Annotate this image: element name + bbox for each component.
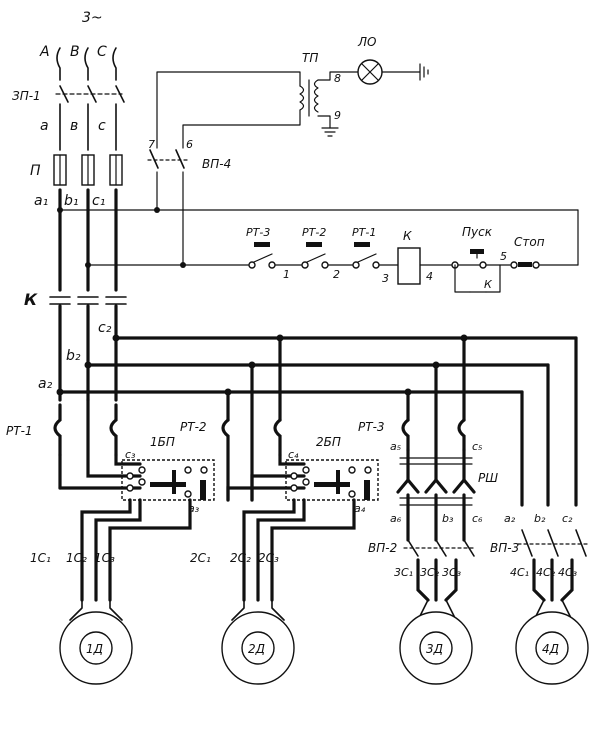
relay-rt1-label: РТ-1 (352, 226, 376, 239)
plug-b3: b₃ (442, 512, 454, 525)
plug-a6: a₆ (390, 512, 402, 525)
hold-contact-label: К (484, 278, 493, 291)
motor-2: 2Д (221, 599, 295, 685)
motor-1: 1Д (59, 599, 133, 685)
lamp-label: ЛО (357, 35, 376, 49)
lighting-circuit: ТП 8 9 ЛО (156, 35, 429, 149)
vp3-c2: c₂ (562, 512, 573, 525)
phase-label: 3~ (82, 10, 103, 26)
block2-a4: a₄ (354, 502, 366, 515)
tap-a2-label: a₂ (38, 376, 53, 392)
vp2-label: ВП-2 (368, 541, 397, 555)
plug-label: РШ (478, 471, 498, 485)
block-switch-1bp: 1БП c₃ a₃ (58, 398, 215, 602)
tap-b2-label: b₂ (66, 348, 81, 364)
motor3-lead-3: 3C₃ (442, 566, 462, 579)
motor2-lead-1: 2C₁ (190, 551, 211, 565)
block1-a3: a₃ (188, 502, 200, 515)
vp3-label: ВП-3 (490, 541, 519, 555)
tp-terminal-8: 8 (334, 72, 341, 85)
relay-rt3-label: РТ-3 (246, 226, 270, 239)
contactor-k: К (24, 290, 127, 402)
node-3: 3 (382, 272, 389, 285)
phase-a-lower: a (40, 118, 49, 134)
plug-rsh: a₅ c₅ РШ a₆ b₃ c₆ (390, 440, 498, 542)
motor1-lead-3: 1C₃ (94, 551, 115, 565)
tap-c2-label: c₂ (98, 320, 112, 336)
transformer-label: ТП (302, 51, 318, 65)
vp4-label: ВП-4 (202, 157, 231, 171)
plug-c6: c₆ (472, 512, 483, 525)
switch-vp4: 7 6 ВП-4 (147, 138, 231, 266)
contactor-label: К (24, 290, 38, 309)
supply-lines (56, 47, 117, 81)
thermal-rt1-label: РТ-1 (6, 424, 33, 438)
motor4-lead-1: 4C₁ (510, 566, 529, 579)
motor1-lead-1: 1C₁ (30, 551, 51, 565)
plug-a5: a₅ (390, 440, 401, 453)
node-5: 5 (500, 250, 507, 263)
relay-rt2-label: РТ-2 (302, 226, 326, 239)
block2-c4: c₄ (288, 448, 299, 461)
distribution-lines: c₂ b₂ a₂ (38, 320, 578, 507)
fuses: П (30, 154, 123, 186)
control-bus (57, 207, 579, 268)
main-bus (58, 188, 118, 292)
motor2-label: 2Д (248, 642, 265, 656)
fuse-out-c: c₁ (92, 193, 105, 209)
vp4-t7: 7 (148, 138, 155, 151)
fuse-out-b: b₁ (64, 193, 79, 209)
fuse-out-a: a₁ (34, 193, 48, 209)
motor1-label: 1Д (86, 642, 103, 656)
main-switch-zp1: ЗП-1 (12, 85, 125, 151)
thermal-rt3-label: РТ-3 (358, 420, 385, 434)
phase-b-lower: в (70, 118, 78, 134)
block-switch-2bp: 2БП c₄ a₄ (226, 435, 379, 602)
node-1: 1 (283, 268, 290, 281)
motor2-lead-2: 2C₂ (230, 551, 251, 565)
vp4-t6: 6 (186, 138, 193, 151)
stop-label: Стоп (514, 235, 545, 249)
phase-a-label: A (39, 44, 50, 60)
phase-c-label: C (97, 44, 107, 60)
phase-b-label: B (70, 44, 80, 60)
node-4: 4 (426, 270, 433, 283)
tp-terminal-9: 9 (334, 109, 341, 122)
vp3-b2: b₂ (534, 512, 546, 525)
switch-vp2: ВП-2 3C₁ 3C₂ 3C₃ (368, 539, 477, 602)
motor-3: 3Д (399, 599, 473, 685)
start-stop-buttons: Пуск Стоп 5 К (451, 225, 579, 293)
vp3-a2: a₂ (504, 512, 516, 525)
relay-contacts: РТ-3 РТ-2 РТ-1 1 2 3 (246, 226, 399, 285)
motor-4: 4Д (515, 599, 589, 685)
thermal-rt2-label: РТ-2 (180, 420, 207, 434)
motor3-lead-1: 3C₁ (394, 566, 413, 579)
motor4-label: 4Д (542, 642, 559, 656)
fuse-label: П (30, 163, 41, 179)
thermal-relays: РТ-1 РТ-2 РТ-3 (6, 403, 466, 502)
node-2: 2 (333, 268, 340, 281)
start-label: Пуск (462, 225, 493, 239)
coil-label: К (403, 229, 412, 243)
motor3-label: 3Д (426, 642, 443, 656)
coil-k: К 4 (397, 229, 453, 285)
block1-c3: c₃ (125, 448, 136, 461)
block2-label: 2БП (316, 435, 341, 449)
motor2-lead-3: 2C₃ (258, 551, 279, 565)
motor1-lead-2: 1C₂ (66, 551, 87, 565)
switch-vp3: ВП-3 a₂ b₂ c₂ 4C₁ 4C₂ 4C₃ (490, 512, 591, 602)
plug-c5: c₅ (472, 440, 482, 453)
phase-c-lower: c (98, 118, 106, 134)
main-switch-label: ЗП-1 (12, 89, 41, 103)
motor4-lead-3: 4C₃ (558, 566, 578, 579)
block1-label: 1БП (150, 435, 175, 449)
